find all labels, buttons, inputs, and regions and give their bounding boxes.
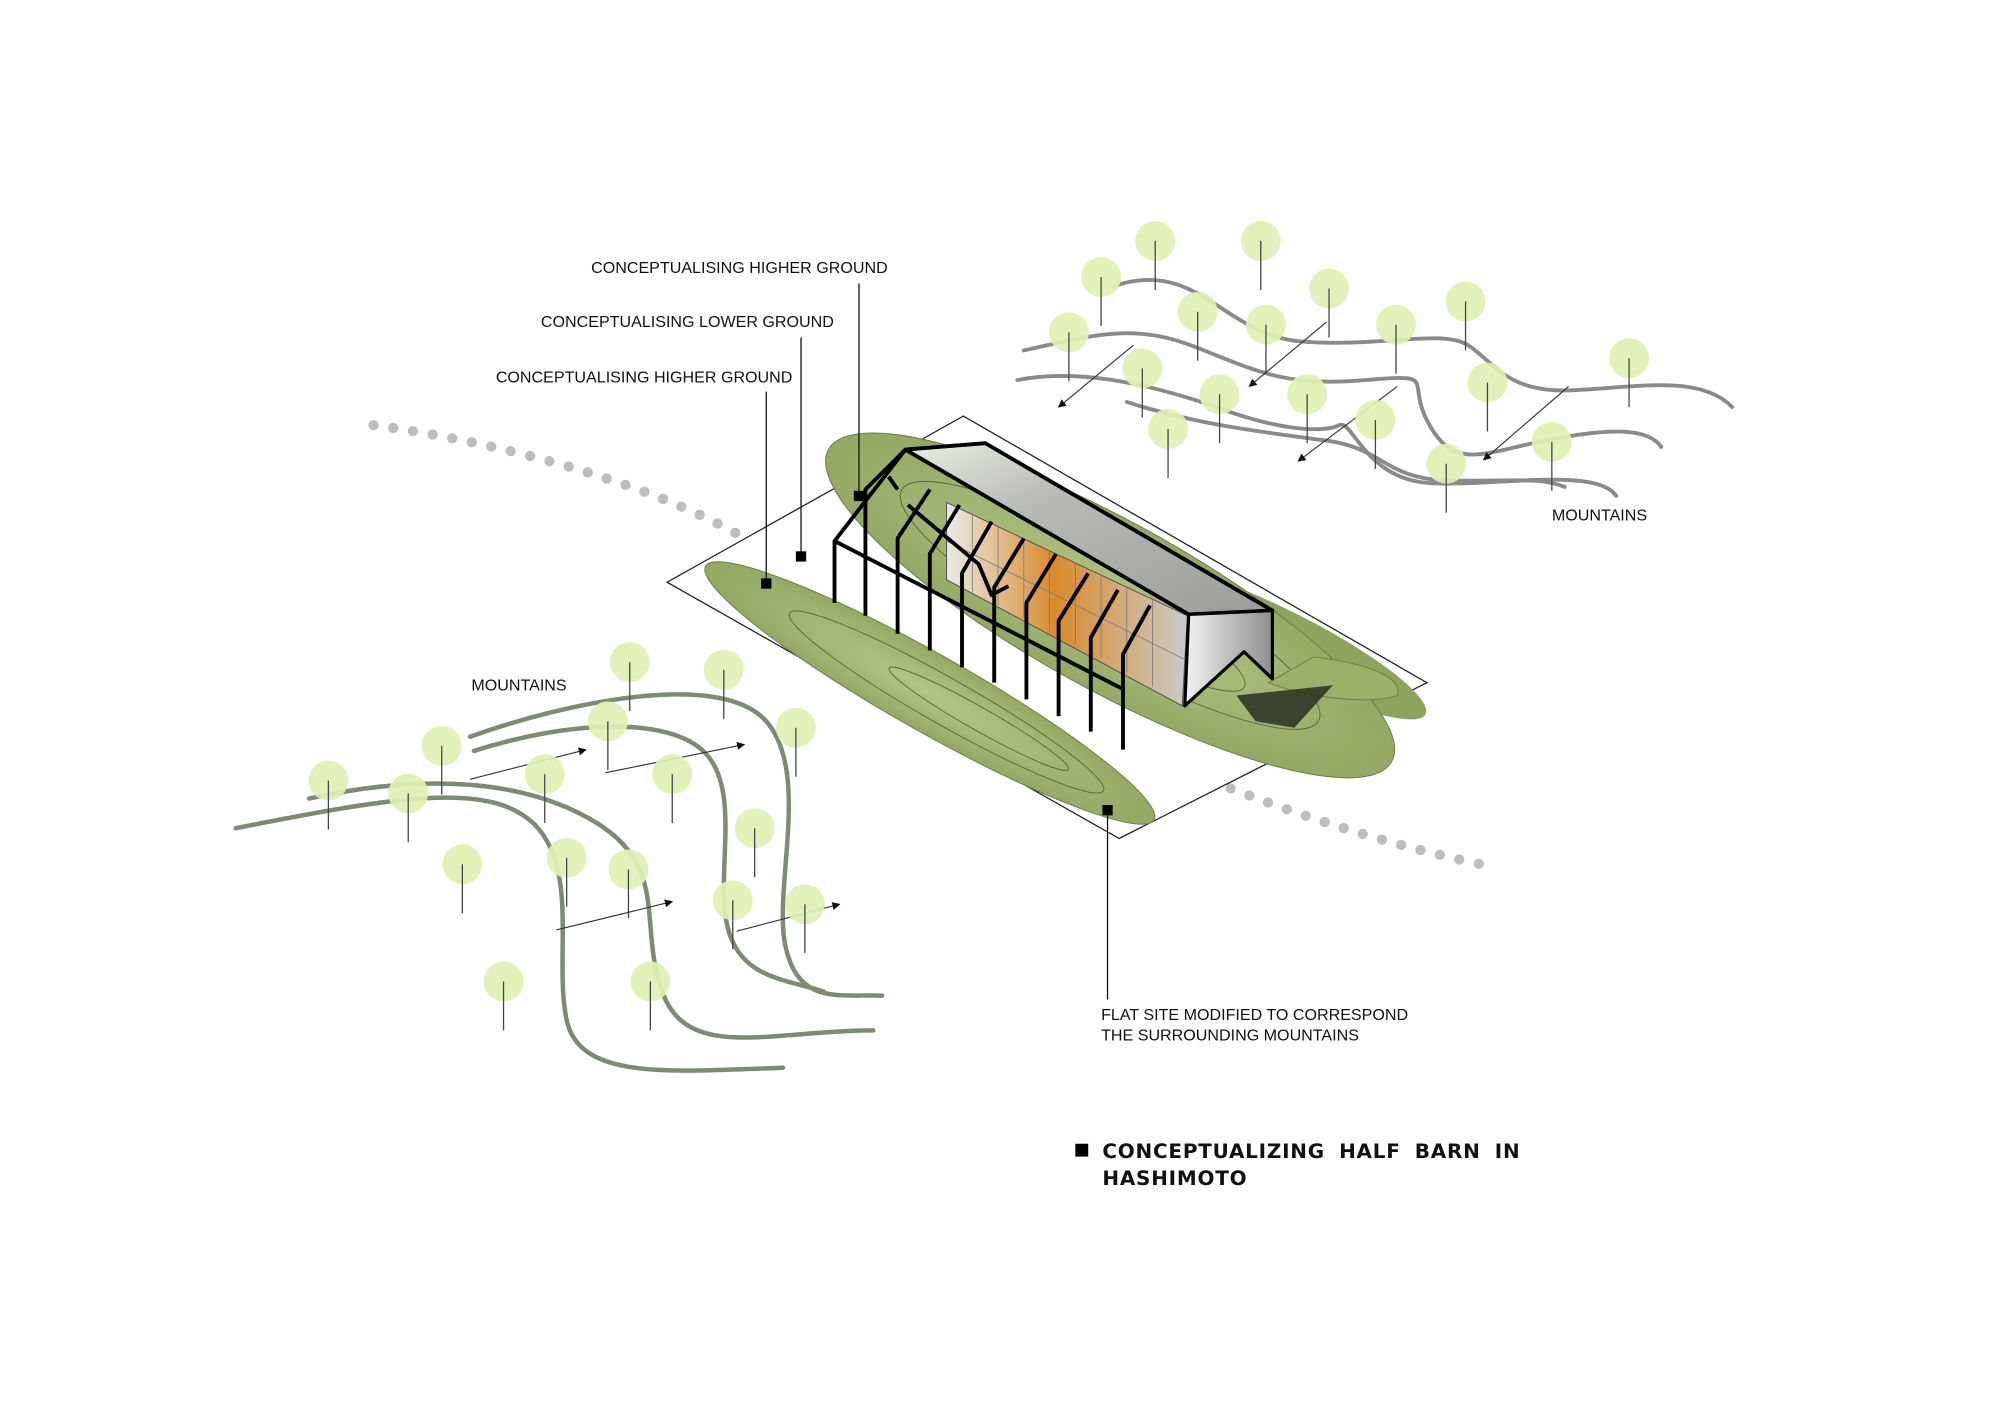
marker-higher-ground-bottom xyxy=(761,578,772,589)
tree-canopy xyxy=(1177,291,1218,332)
tree xyxy=(775,707,816,777)
tree xyxy=(608,849,649,919)
tree xyxy=(1135,220,1176,290)
tree xyxy=(1609,338,1650,408)
tree xyxy=(1467,362,1508,432)
tree xyxy=(1177,291,1218,361)
barn-gable-end xyxy=(1183,608,1274,708)
half-barn-building xyxy=(832,441,1275,750)
barn-shadow xyxy=(1236,685,1333,728)
tree xyxy=(1081,257,1122,326)
tree xyxy=(609,642,650,712)
portal-frames xyxy=(832,448,1152,750)
tree xyxy=(784,884,825,954)
tree xyxy=(308,760,349,830)
tree xyxy=(388,773,429,843)
tree xyxy=(734,808,775,878)
tree xyxy=(1309,268,1350,338)
tree xyxy=(483,961,524,1031)
trees xyxy=(308,220,1650,1031)
tree xyxy=(703,649,744,719)
tree xyxy=(1245,304,1286,374)
tree xyxy=(1287,374,1328,444)
tree xyxy=(442,844,483,914)
tree xyxy=(546,837,587,907)
tree xyxy=(1048,312,1089,382)
tree xyxy=(1240,220,1281,290)
tree xyxy=(1426,443,1467,513)
tree xyxy=(712,880,753,950)
marker-lower-ground xyxy=(795,551,807,562)
tree xyxy=(1199,374,1240,444)
label-lower-ground: CONCEPTUALISING LOWER GROUND xyxy=(541,313,834,331)
label-higher-ground-bottom: CONCEPTUALISING HIGHER GROUND xyxy=(496,369,793,387)
tree xyxy=(1531,421,1572,491)
label-flat-site-line1: FLAT SITE MODIFIED TO CORRESPOND xyxy=(1101,1006,1408,1024)
annotation-leaders xyxy=(761,283,1113,1000)
tree xyxy=(524,754,565,824)
tree xyxy=(421,725,462,795)
label-mountains-left: MOUNTAINS xyxy=(471,676,566,694)
tree xyxy=(1355,399,1396,469)
diagram-title-line2: HASHIMOTO xyxy=(1102,1166,1247,1190)
tree xyxy=(630,961,671,1031)
label-flat-site-line2: THE SURROUNDING MOUNTAINS xyxy=(1101,1027,1359,1045)
marker-flat-site xyxy=(1102,805,1113,816)
tree-canopy xyxy=(1309,268,1350,309)
tree xyxy=(587,701,628,771)
tree xyxy=(1122,348,1163,418)
mountain-contours-left xyxy=(233,692,885,1073)
title-bullet xyxy=(1075,1143,1089,1157)
tree xyxy=(1376,304,1416,374)
label-higher-ground-top: CONCEPTUALISING HIGHER GROUND xyxy=(591,259,888,277)
tree xyxy=(1148,409,1189,478)
tree xyxy=(1445,281,1486,351)
marker-higher-ground-top xyxy=(853,490,865,502)
label-mountains-right: MOUNTAINS xyxy=(1552,506,1647,524)
diagram-title-line1: CONCEPTUALIZING HALF BARN IN xyxy=(1102,1139,1520,1163)
tree xyxy=(652,754,693,824)
